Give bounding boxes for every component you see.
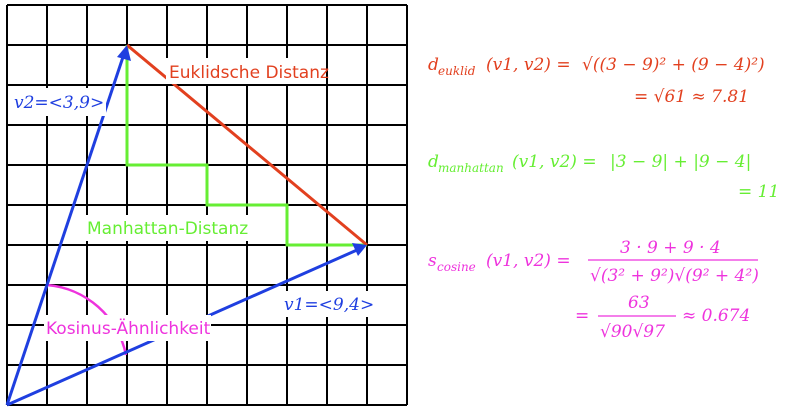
euclid-label: Euklidsche Distanz xyxy=(169,63,329,83)
cosine-formula-line2-denominator: √90√97 xyxy=(600,322,665,342)
cosine-formula-args: (v1, v2) = xyxy=(486,251,571,271)
v1-label: v1=<9,4> xyxy=(284,295,374,315)
manhattan-formula-rhs: |3 − 9| + |9 − 4| xyxy=(610,152,751,172)
cosine-formula-sub: cosine xyxy=(437,260,476,274)
euclid-formula-sub: euklid xyxy=(438,64,476,78)
manhattan-label-bg xyxy=(84,215,250,241)
euclid-formula-rhs: √((3 − 9)² + (9 − 4)²) xyxy=(582,55,765,75)
cosine-label-bg xyxy=(44,315,211,341)
v2-label-bg xyxy=(12,88,106,116)
cosine-label: Kosinus-Ähnlichkeit xyxy=(46,318,211,339)
v2-label: v2=<3,9> xyxy=(14,93,104,113)
v1-arrowhead xyxy=(352,243,367,256)
cosine-formula-line2-numerator: 63 xyxy=(628,293,650,313)
euclid-formula-lhs: d xyxy=(428,55,439,75)
cosine-formula-denominator: √(3² + 9²)√(9² + 4²) xyxy=(590,266,759,286)
manhattan-formula-line2: = 11 xyxy=(738,182,779,202)
manhattan-formula-lhs: d xyxy=(428,152,439,172)
cosine-formula-equals2: = xyxy=(575,306,589,326)
euclid-formula: d euklid (v1, v2) = √((3 − 9)² + (9 − 4)… xyxy=(428,55,765,107)
cosine-formula: s cosine (v1, v2) = 3 · 9 + 9 · 4 √(3² +… xyxy=(428,238,759,342)
euclid-formula-args: (v1, v2) = xyxy=(486,55,571,75)
v1-label-bg xyxy=(281,291,377,317)
manhattan-formula-args: (v1, v2) = xyxy=(512,152,597,172)
manhattan-formula-sub: manhattan xyxy=(438,161,504,175)
euclid-formula-line2: = √61 ≈ 7.81 xyxy=(634,87,749,107)
cosine-formula-numerator: 3 · 9 + 9 · 4 xyxy=(620,238,721,258)
cosine-formula-line2-result: ≈ 0.674 xyxy=(682,306,750,326)
cosine-formula-lhs: s xyxy=(428,251,437,271)
v2-arrowhead xyxy=(117,45,131,61)
cosine-angle-arc xyxy=(46,283,128,356)
manhattan-path xyxy=(125,45,367,247)
euclid-label-bg xyxy=(166,58,325,84)
manhattan-label: Manhattan-Distanz xyxy=(87,219,248,239)
manhattan-formula: d manhattan (v1, v2) = |3 − 9| + |9 − 4|… xyxy=(428,152,779,202)
